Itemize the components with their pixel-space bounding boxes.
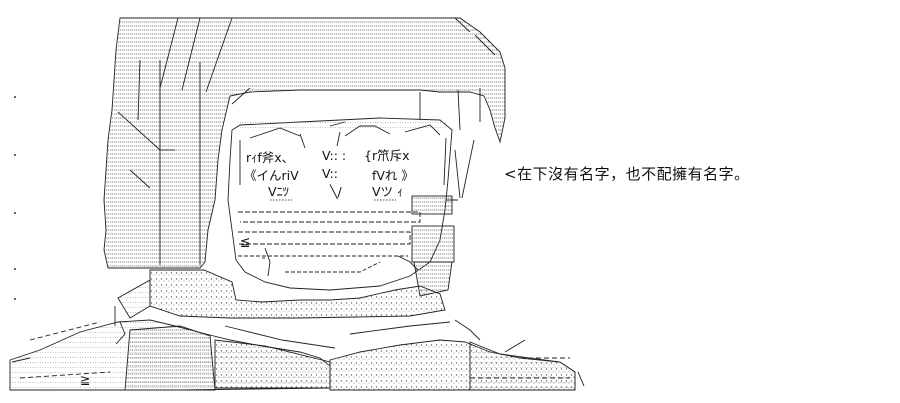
eyes: rｨf斧x、 《イんriV V:: : V:: {r笊斥x fVれ 》 Vﾆﾂ … xyxy=(80,148,414,387)
right-eye-upper: {r笊斥x xyxy=(364,148,410,163)
left-eye-lower: 《イんriV xyxy=(244,168,299,183)
hair xyxy=(103,17,506,269)
caption-text: <在下沒有名字，也不配擁有名字。 xyxy=(504,165,750,183)
left-eye-upper: rｨf斧x、 xyxy=(246,150,294,165)
nose-mark: V:: xyxy=(322,166,338,181)
margin-dot xyxy=(14,212,16,214)
margin-dot xyxy=(14,96,16,98)
mouth-mark: ≦ xyxy=(240,234,250,249)
shoulders xyxy=(9,319,585,391)
cheek-left: Vﾆﾂ xyxy=(268,184,289,199)
margin-dot xyxy=(14,268,16,270)
margin-dot xyxy=(14,298,16,300)
cheek-right: Vツ ｨ xyxy=(372,184,403,199)
face xyxy=(227,117,453,291)
right-eye-lower: fVれ 》 xyxy=(372,168,414,183)
cheek-center: ╲/ xyxy=(329,184,343,199)
collar xyxy=(114,269,446,326)
nose-bridge-mark: V:: : xyxy=(322,148,346,163)
margin-dot xyxy=(14,154,16,156)
side-blocks xyxy=(411,195,455,297)
